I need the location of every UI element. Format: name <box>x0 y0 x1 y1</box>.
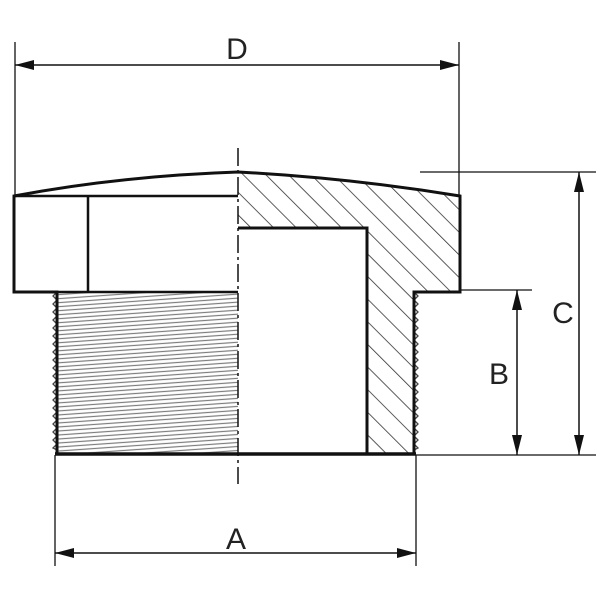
arrowhead-c-top <box>574 172 584 192</box>
arrowhead-d-left <box>15 60 34 70</box>
arrowhead-d-right <box>440 60 459 70</box>
label-a: A <box>226 523 246 556</box>
label-b: B <box>489 358 509 391</box>
arrowhead-b-top <box>512 290 522 310</box>
internal-bore <box>238 226 369 454</box>
dimension-a: A <box>54 455 417 566</box>
dimension-d: D <box>14 33 460 196</box>
plug-outline <box>12 170 462 456</box>
thread-region <box>57 292 238 454</box>
arrowhead-c-bottom <box>574 435 584 455</box>
dimension-c: C <box>416 171 596 456</box>
arrowhead-b-bottom <box>512 435 522 455</box>
plug-body <box>12 170 462 456</box>
dimension-b: B <box>459 289 532 455</box>
label-d: D <box>226 33 248 66</box>
arrowhead-a-left <box>55 548 74 558</box>
label-c: C <box>552 297 574 330</box>
hatched-cross-section <box>238 172 460 454</box>
arrowhead-a-right <box>397 548 416 558</box>
